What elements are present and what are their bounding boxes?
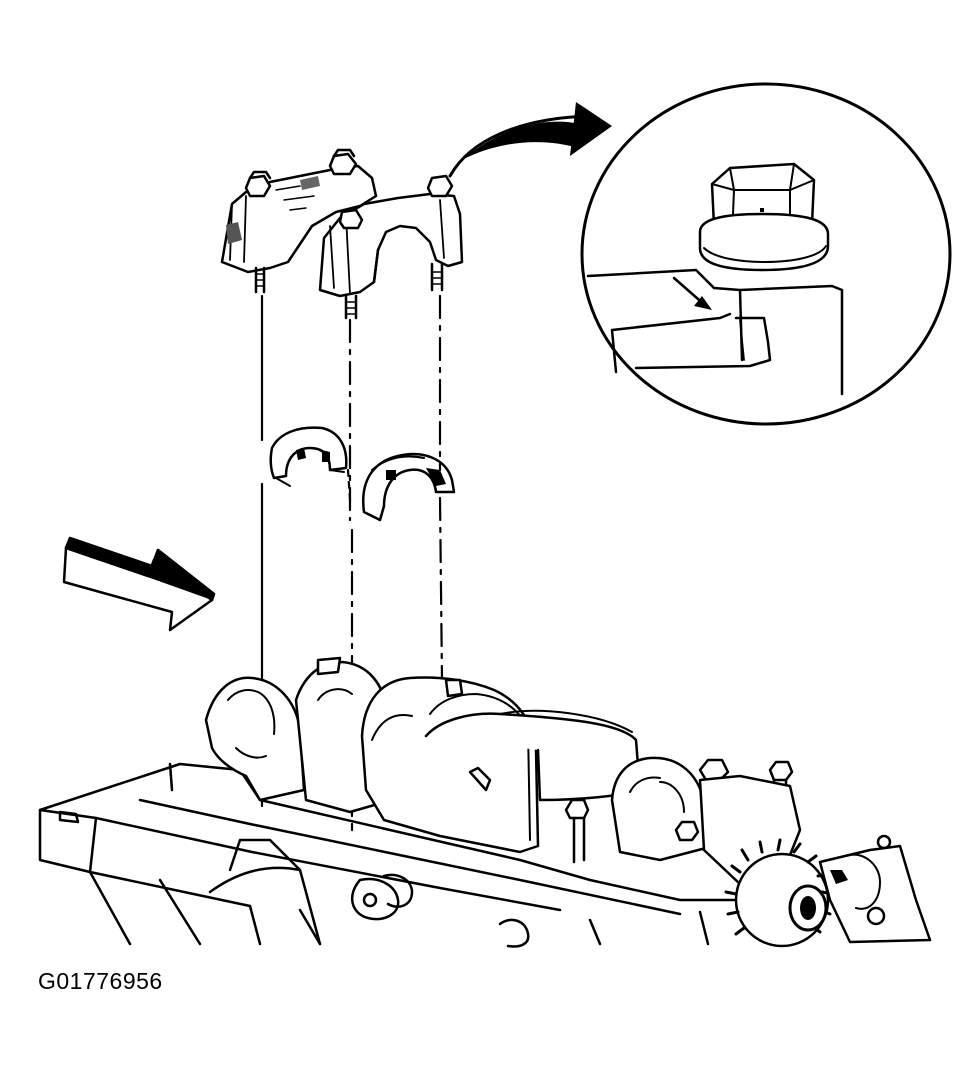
cap-bolt-head-left-2 <box>328 148 358 176</box>
cap-bolt-thread-right-2 <box>430 262 444 292</box>
cap-bolt-head-left-1 <box>244 170 272 198</box>
crank-sprocket <box>724 838 834 948</box>
cap-bolt-head-right-2 <box>426 174 454 198</box>
cap-bolt-head-right-1 <box>338 208 364 230</box>
figure-id-label: G01776956 <box>38 968 163 994</box>
bearing-insert-left <box>269 426 348 487</box>
detail-magnifier <box>580 82 952 426</box>
engine-block <box>38 656 932 948</box>
cap-bolt-thread-left-1 <box>254 266 266 294</box>
bearing-insert-right <box>362 452 456 522</box>
callout-arrow-icon <box>448 102 612 178</box>
engine-assembly-diagram <box>38 82 952 948</box>
cap-bolt-thread-right-1 <box>344 294 358 320</box>
view-direction-arrow-icon <box>62 536 216 632</box>
